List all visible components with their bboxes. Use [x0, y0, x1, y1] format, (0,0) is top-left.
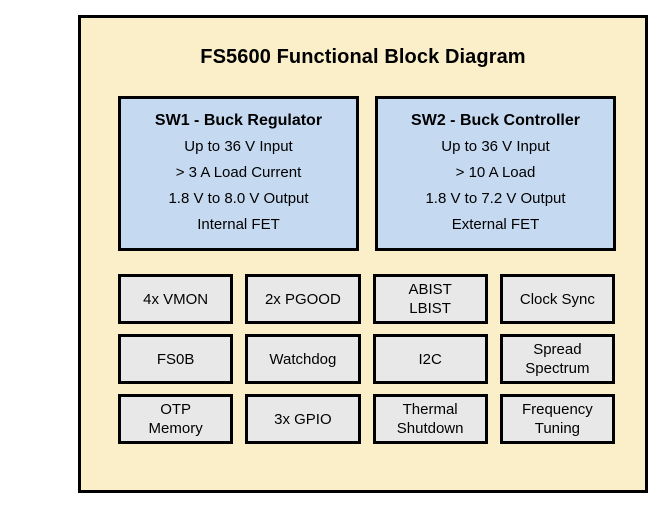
feature-block-gpio: 3x GPIO — [245, 394, 361, 444]
feature-label: FS0B — [156, 350, 195, 368]
sw2-title: SW2 - Buck Controller — [411, 111, 580, 129]
sw2-spec-2: > 10 A Load — [455, 163, 536, 181]
feature-label: I2C — [418, 350, 442, 368]
block-sw1-buck-regulator: SW1 - Buck Regulator Up to 36 V Input > … — [118, 96, 359, 251]
feature-label: OTP — [160, 401, 192, 418]
feature-label: Watchdog — [269, 350, 337, 368]
feature-block-clock-sync: Clock Sync — [499, 274, 615, 324]
feature-label: Thermal — [402, 401, 458, 418]
sw1-title: SW1 - Buck Regulator — [154, 111, 323, 129]
feature-label: ABIST — [408, 281, 452, 298]
feature-label: 4x VMON — [143, 290, 209, 308]
feature-label: Spread — [533, 341, 582, 358]
feature-label: Clock Sync — [519, 290, 595, 308]
block-diagram-panel: FS5600 Functional Block Diagram SW1 - Bu… — [78, 15, 648, 493]
block-sw2-buck-controller: SW2 - Buck Controller Up to 36 V Input >… — [375, 96, 616, 251]
feature-block-vmon: 4x VMON — [118, 274, 234, 324]
feature-label: Frequency — [521, 401, 593, 418]
feature-label: Tuning — [534, 420, 581, 437]
feature-block-thermal-shutdown: Thermal Shutdown — [372, 394, 488, 444]
sw2-spec-4: External FET — [451, 215, 540, 233]
feature-block-pgood: 2x PGOOD — [245, 274, 361, 324]
sw2-spec-3: 1.8 V to 7.2 V Output — [425, 189, 566, 207]
feature-label: 3x GPIO — [274, 410, 332, 428]
sw1-spec-1: Up to 36 V Input — [184, 137, 293, 155]
feature-block-frequency-tuning: Frequency Tuning — [499, 394, 615, 444]
feature-block-i2c: I2C — [372, 334, 488, 384]
sw2-spec-1: Up to 36 V Input — [441, 137, 550, 155]
feature-label: Shutdown — [396, 420, 464, 437]
sw1-spec-3: 1.8 V to 8.0 V Output — [168, 189, 309, 207]
feature-block-otp-memory: OTP Memory — [118, 394, 234, 444]
feature-label: Spectrum — [525, 360, 590, 377]
feature-block-fs0b: FS0B — [118, 334, 234, 384]
feature-label: LBIST — [409, 300, 451, 317]
sw1-spec-4: Internal FET — [197, 215, 280, 233]
sw1-spec-2: > 3 A Load Current — [175, 163, 302, 181]
feature-block-abist-lbist: ABIST LBIST — [372, 274, 488, 324]
feature-block-grid: 4x VMON 2x PGOOD ABIST LBIST Clock Sync … — [118, 274, 615, 444]
page-title: FS5600 Functional Block Diagram — [200, 46, 526, 68]
feature-label: 2x PGOOD — [264, 290, 341, 308]
feature-block-watchdog: Watchdog — [245, 334, 361, 384]
feature-block-spread-spectrum: Spread Spectrum — [499, 334, 615, 384]
feature-label: Memory — [148, 420, 203, 437]
